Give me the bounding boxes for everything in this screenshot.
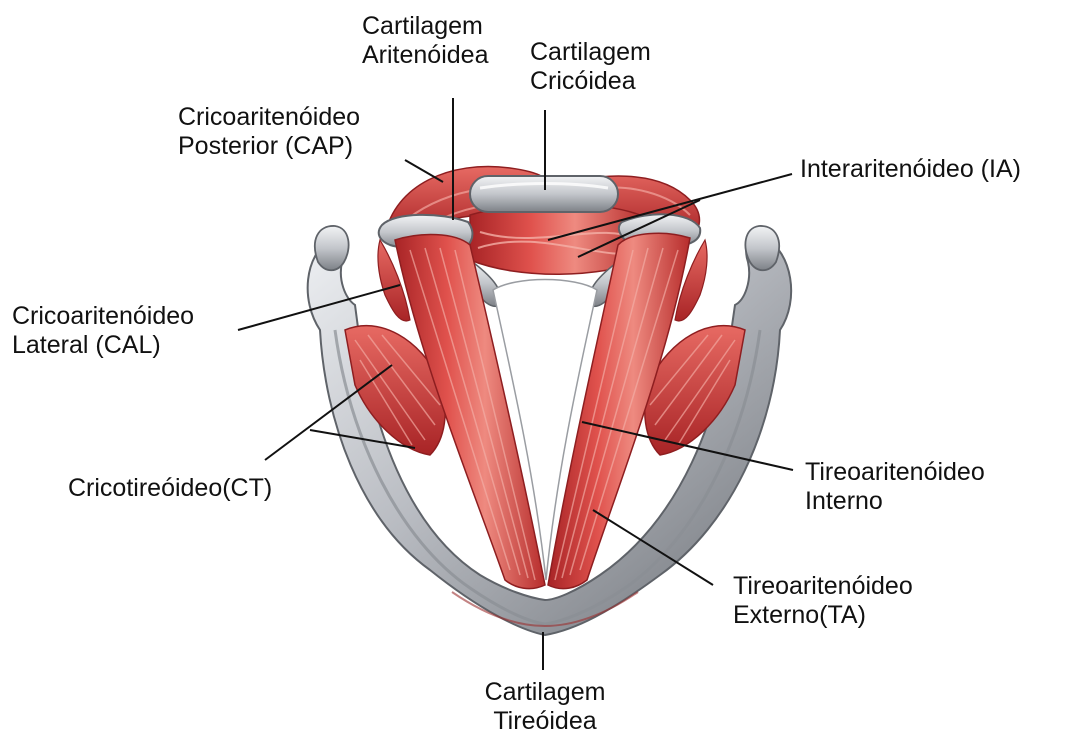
label-line: Interaritenóideo (IA): [800, 155, 1021, 184]
label-ta-externo: Tireoaritenóideo Externo(TA): [733, 572, 913, 630]
label-line: Cricotireóideo(CT): [68, 474, 272, 503]
label-line: Cartilagem: [362, 12, 488, 41]
label-line: Tireóidea: [470, 707, 620, 736]
label-line: Interno: [805, 487, 985, 516]
label-line: Cricóidea: [530, 67, 651, 96]
label-cartilagem-aritenoidea: Cartilagem Aritenóidea: [362, 12, 488, 70]
label-line: Externo(TA): [733, 601, 913, 630]
label-line: Cartilagem: [530, 38, 651, 67]
label-ia: Interaritenóideo (IA): [800, 155, 1021, 184]
label-cal: Cricoaritenóideo Lateral (CAL): [12, 302, 194, 360]
label-cartilagem-cricoidea: Cartilagem Cricóidea: [530, 38, 651, 96]
label-cap: Cricoaritenóideo Posterior (CAP): [178, 103, 360, 161]
label-ta-interno: Tireoaritenóideo Interno: [805, 458, 985, 516]
label-line: Aritenóidea: [362, 41, 488, 70]
label-line: Cricoaritenóideo: [178, 103, 360, 132]
label-cartilagem-tireoidea: Cartilagem Tireóidea: [470, 678, 620, 736]
label-ct: Cricotireóideo(CT): [68, 474, 272, 503]
label-line: Cricoaritenóideo: [12, 302, 194, 331]
label-line: Posterior (CAP): [178, 132, 360, 161]
label-line: Cartilagem: [470, 678, 620, 707]
label-line: Lateral (CAL): [12, 331, 194, 360]
label-line: Tireoaritenóideo: [805, 458, 985, 487]
leader-cap: [405, 160, 443, 182]
label-line: Tireoaritenóideo: [733, 572, 913, 601]
